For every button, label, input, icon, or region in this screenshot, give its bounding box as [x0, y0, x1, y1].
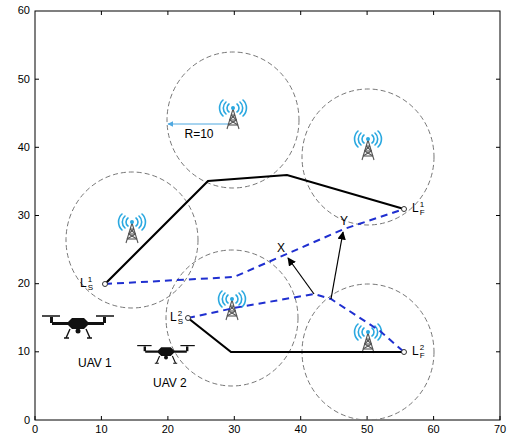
finish-label: LF1	[412, 201, 425, 217]
coverage-circles	[66, 52, 434, 420]
radius-label: R=10	[184, 128, 213, 140]
radius-arrow	[168, 124, 230, 125]
axis-ticks	[35, 11, 500, 420]
x-tick-label: 10	[95, 424, 107, 435]
y-tick-label: 50	[18, 74, 30, 85]
finish-label: LF2	[412, 344, 425, 360]
x-tick-label: 0	[32, 424, 38, 435]
uav1-dashed-path	[105, 209, 404, 284]
y-tick-label: 30	[18, 210, 30, 221]
x-tick-label: 20	[162, 424, 174, 435]
y-tick-label: 0	[24, 415, 30, 426]
uav-label: UAV 1	[78, 357, 112, 369]
arrow-to-x	[288, 258, 314, 294]
point-label: X	[277, 242, 285, 254]
uav2-drone	[137, 346, 195, 364]
y-tick-label: 40	[18, 142, 30, 153]
uav2-path	[188, 318, 404, 352]
x-tick-label: 30	[228, 424, 240, 435]
uav1-drone	[42, 316, 114, 338]
x-tick-label: 60	[427, 424, 439, 435]
uav-label: UAV 2	[153, 377, 187, 389]
uav1-path	[105, 175, 404, 284]
x-tick-label: 50	[361, 424, 373, 435]
base-stations	[119, 100, 382, 353]
arrow-to-y	[331, 232, 343, 299]
y-tick-label: 20	[18, 278, 30, 289]
y-tick-label: 10	[18, 346, 30, 357]
endpoint-markers	[103, 207, 407, 355]
x-tick-label: 40	[295, 424, 307, 435]
y-tick-label: 60	[18, 5, 30, 16]
x-tick-label: 70	[494, 424, 506, 435]
start-label: LS1	[80, 276, 93, 292]
axes-frame	[35, 11, 500, 420]
start-label: LS2	[170, 310, 183, 326]
uav2-dashed-path	[188, 294, 404, 352]
point-label: Y	[340, 215, 348, 227]
